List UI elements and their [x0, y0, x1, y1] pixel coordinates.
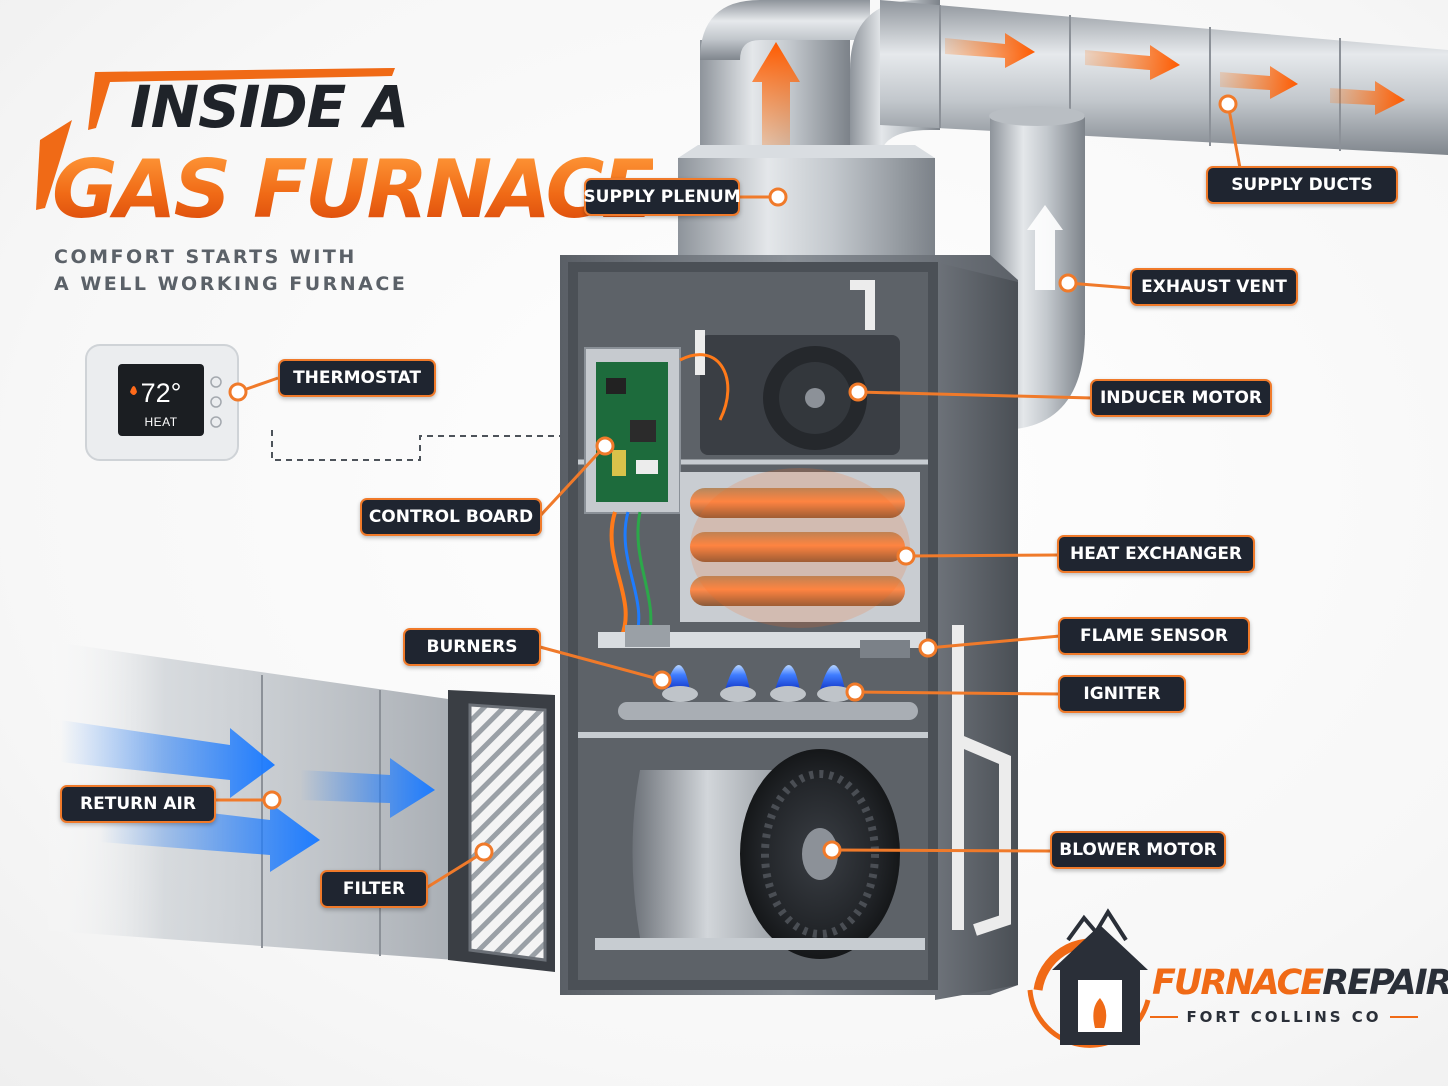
callout-flame-sensor: FLAME SENSOR [1058, 617, 1250, 655]
callout-heat-exchanger: HEAT EXCHANGER [1057, 535, 1255, 573]
thermostat-mode: HEAT [144, 415, 178, 429]
callout-blower-motor: BLOWER MOTOR [1050, 831, 1226, 869]
brand-name: FURNACEREPAIR [1152, 966, 1448, 1001]
tagline-divider-right [1389, 1016, 1418, 1018]
thermostat-illustration [85, 344, 239, 461]
callout-supply-ducts: SUPPLY DUCTS [1206, 166, 1398, 204]
brand-logo-mark [1027, 908, 1151, 1048]
burners-illustration [598, 625, 1011, 936]
brand-name-part-1: FURNACE [1152, 963, 1324, 1003]
leader-dots [228, 94, 1238, 862]
callout-control-board: CONTROL BOARD [360, 498, 542, 536]
callout-exhaust-vent: EXHAUST VENT [1130, 268, 1298, 306]
heat-exchanger-illustration [680, 468, 920, 628]
callout-return-air: RETURN AIR [60, 785, 216, 823]
callout-igniter: IGNITER [1058, 675, 1186, 713]
callout-burners: BURNERS [403, 628, 541, 666]
title-accent [36, 68, 395, 210]
subtitle-line-1: COMFORT STARTS WITH [54, 246, 357, 268]
callout-supply-plenum: SUPPLY PLENUM [583, 178, 741, 216]
inducer-motor-illustration [695, 280, 900, 455]
thermostat-temperature: 72° [140, 378, 182, 408]
control-board-illustration [584, 347, 730, 641]
filter-illustration [448, 690, 555, 972]
brand-name-part-2: REPAIR [1322, 963, 1448, 1003]
brand-tagline: FORT COLLINS CO [1150, 1008, 1418, 1026]
callout-inducer-motor: INDUCER MOTOR [1090, 379, 1272, 417]
blower-motor-illustration [595, 749, 925, 959]
title-line-1: INSIDE A [130, 73, 409, 141]
callout-thermostat: THERMOSTAT [278, 359, 436, 397]
tagline-divider-left [1150, 1016, 1179, 1018]
subtitle: COMFORT STARTS WITH A WELL WORKING FURNA… [54, 244, 407, 297]
subtitle-line-2: A WELL WORKING FURNACE [54, 272, 408, 295]
callout-filter: FILTER [320, 870, 428, 908]
tagline-text: FORT COLLINS CO [1186, 1008, 1382, 1026]
title-line-2: GAS FURNACE [52, 143, 656, 236]
